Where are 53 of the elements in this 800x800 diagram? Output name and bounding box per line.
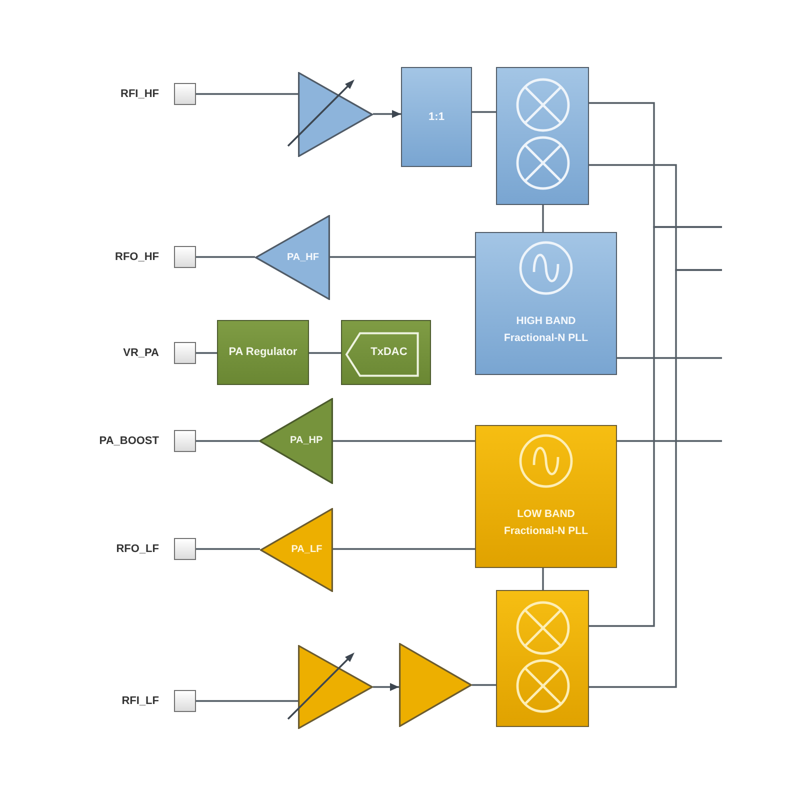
- block-label: LOW BAND Fractional-N PLL: [502, 507, 589, 539]
- block-label: TxDAC: [370, 346, 408, 359]
- signal-line: [542, 205, 544, 232]
- signal-line: [330, 256, 475, 258]
- pll-block: [475, 232, 617, 375]
- block-label: PA_HF: [286, 252, 320, 264]
- pin-label: RFO_LF: [116, 542, 159, 556]
- regulator-block: [217, 320, 309, 385]
- signal-line: [196, 352, 217, 354]
- pin-label: RFI_LF: [122, 694, 159, 708]
- amplifier-triangle: [259, 398, 333, 484]
- amplifier-triangle: [260, 508, 333, 592]
- pin-label: VR_PA: [123, 346, 159, 360]
- block-label: HIGH BAND Fractional-N PLL: [502, 314, 589, 346]
- mixer-block: [496, 67, 589, 205]
- pin-label: RFO_HF: [115, 250, 159, 264]
- amplifier-triangle: [255, 215, 330, 300]
- arrow: [373, 683, 399, 691]
- pin-pad: [174, 83, 196, 105]
- signal-line: [617, 357, 722, 359]
- signal-line: [617, 440, 722, 442]
- pin-pad: [174, 246, 196, 268]
- signal-line: [542, 568, 544, 590]
- transformer-block: [401, 67, 472, 167]
- block-label: 1:1: [428, 110, 444, 124]
- signal-line: [333, 548, 475, 550]
- amplifier-triangle: [399, 643, 472, 727]
- mixer-block: [496, 590, 589, 727]
- block-label: PA_LF: [291, 544, 322, 556]
- signal-line: [333, 440, 475, 442]
- amplifier-triangle: [298, 645, 373, 729]
- signal-line: [196, 700, 298, 702]
- pin-label: PA_BOOST: [99, 434, 159, 448]
- pin-pad: [174, 690, 196, 712]
- signal-line: [472, 111, 496, 113]
- signal-line: [196, 440, 259, 442]
- pin-pad: [174, 342, 196, 364]
- block-label: PA Regulator: [228, 346, 298, 359]
- dac-block: [341, 320, 431, 385]
- arrow: [373, 110, 401, 118]
- signal-line: [309, 352, 341, 354]
- signal-line: [196, 548, 260, 550]
- pin-pad: [174, 430, 196, 452]
- signal-line: [196, 256, 255, 258]
- signal-line: [196, 93, 298, 95]
- pin-pad: [174, 538, 196, 560]
- signal-line: [589, 226, 722, 627]
- signal-line: [472, 684, 496, 686]
- block-label: PA_HP: [290, 435, 323, 447]
- signal-line: [589, 269, 722, 688]
- pin-label: RFI_HF: [120, 88, 159, 100]
- pll-block: [475, 425, 617, 568]
- amplifier-triangle: [298, 72, 373, 157]
